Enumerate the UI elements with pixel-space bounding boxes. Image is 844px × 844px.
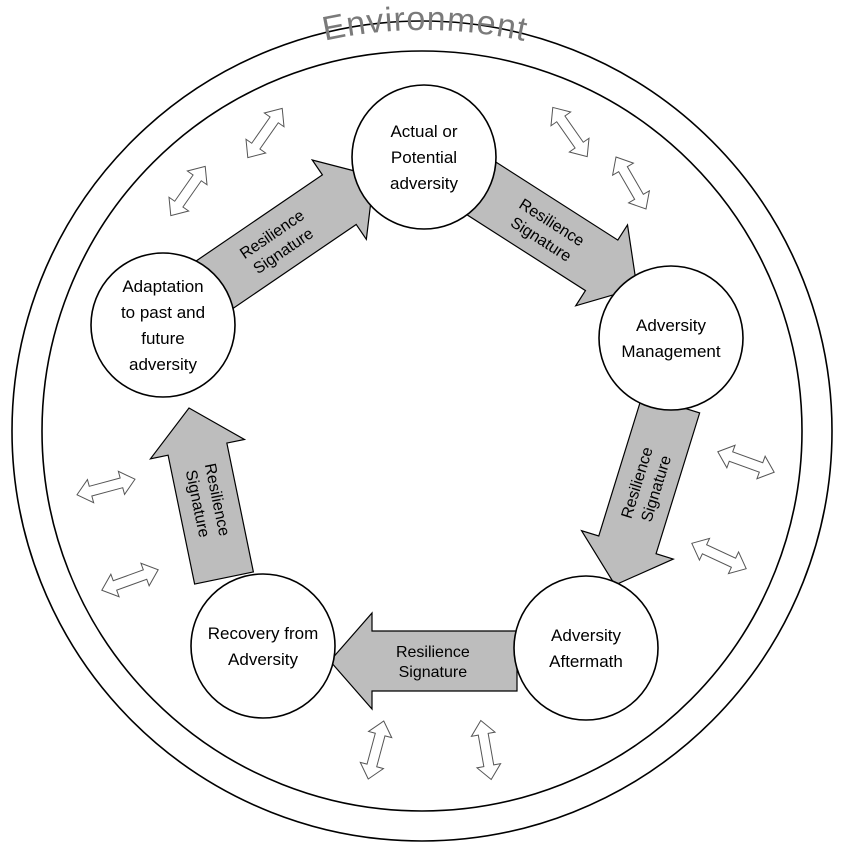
node-label-line: Adaptation [122,277,203,296]
double-arrow-icon [691,537,747,575]
node-label-line: Actual or [390,122,457,141]
node-label-line: adversity [129,355,198,374]
arrow-label-line: Signature [399,664,468,681]
double-arrow-icon [611,156,651,210]
node-circle [351,84,497,230]
resilience-arrow [455,156,638,307]
node-circle [513,575,659,721]
node-label-line: Management [621,342,721,361]
node-circle [190,573,336,719]
arrow-body [149,407,255,585]
node-label: Actual or Potential adversity [390,122,459,193]
node-label-line: Aftermath [549,652,623,671]
arrow-body [455,156,638,307]
resilience-arrow [580,394,701,586]
double-arrow-icon [717,444,775,480]
node-circle [598,265,744,411]
node-adaptation: Adaptation to past and future adversity [90,252,236,398]
node-label-line: to past and [121,303,205,322]
double-arrow-icon [101,562,159,598]
double-arrow-icon [470,719,502,781]
arrow-body [329,611,518,711]
double-arrow-icon [359,720,393,780]
double-arrow-icon [168,165,208,217]
node-label-line: future [141,329,184,348]
double-arrow-icon [76,470,136,504]
double-arrow-icon [245,107,285,159]
node-label-line: Adversity [636,316,706,335]
node-actual: Actual or Potential adversity [351,84,497,230]
resilience-arrow [149,407,255,585]
node-label-line: Adversity [228,650,298,669]
node-label-line: Potential [391,148,457,167]
node-circle [90,252,236,398]
arrow-label-line: Resilience [396,644,470,661]
environment-interaction-arrows [76,106,775,781]
node-label: Adaptation to past and future adversity [121,277,205,374]
resilience-arrow [329,611,518,711]
node-label-line: adversity [390,174,459,193]
node-label-line: Recovery from [208,624,319,643]
node-label-line: Adversity [551,626,621,645]
arrow-body [580,394,701,586]
arrow-body [180,159,375,322]
double-arrow-icon [550,106,590,158]
resilience-arrow [180,159,375,322]
